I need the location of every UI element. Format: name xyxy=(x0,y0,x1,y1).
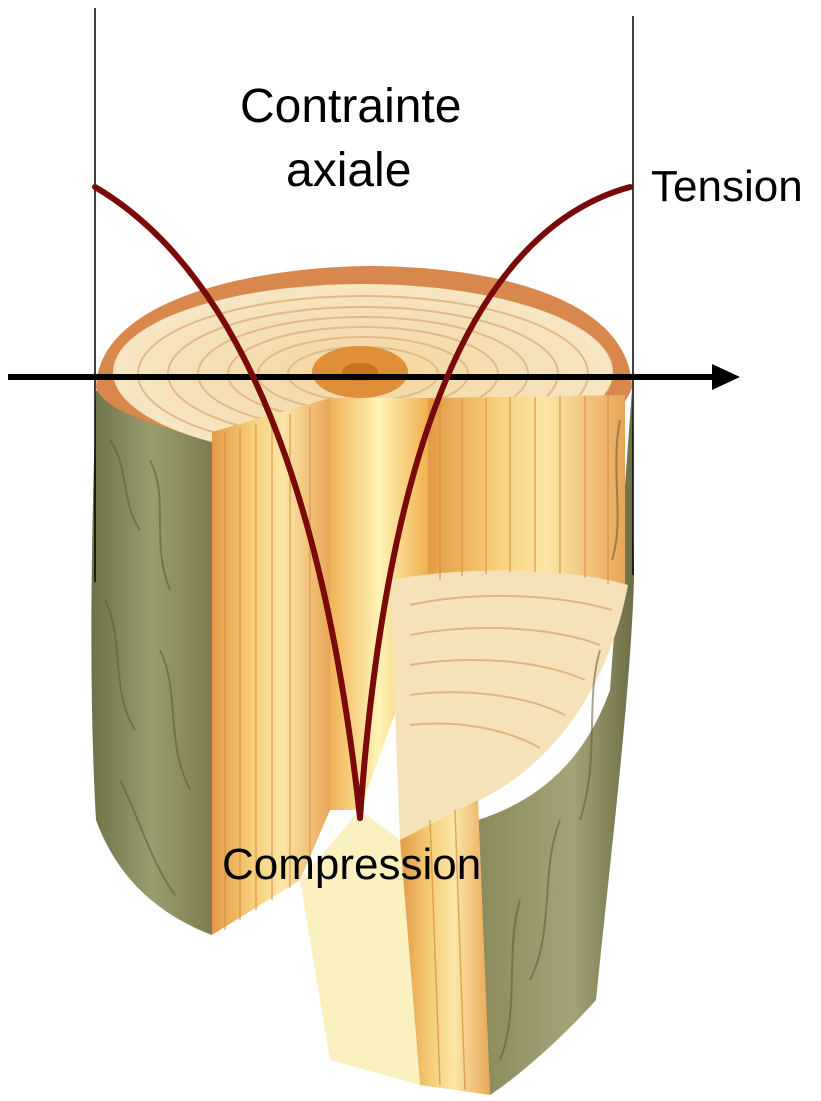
tension-label: Tension xyxy=(651,165,803,209)
log-cutaway-illustration xyxy=(91,266,634,1095)
axial-stress-title-line2: axiale xyxy=(286,147,411,195)
compression-label: Compression xyxy=(222,843,481,887)
radial-face-right xyxy=(428,395,625,590)
axial-stress-title-line1: Contrainte xyxy=(240,83,461,131)
arrow-head-icon xyxy=(712,364,740,390)
